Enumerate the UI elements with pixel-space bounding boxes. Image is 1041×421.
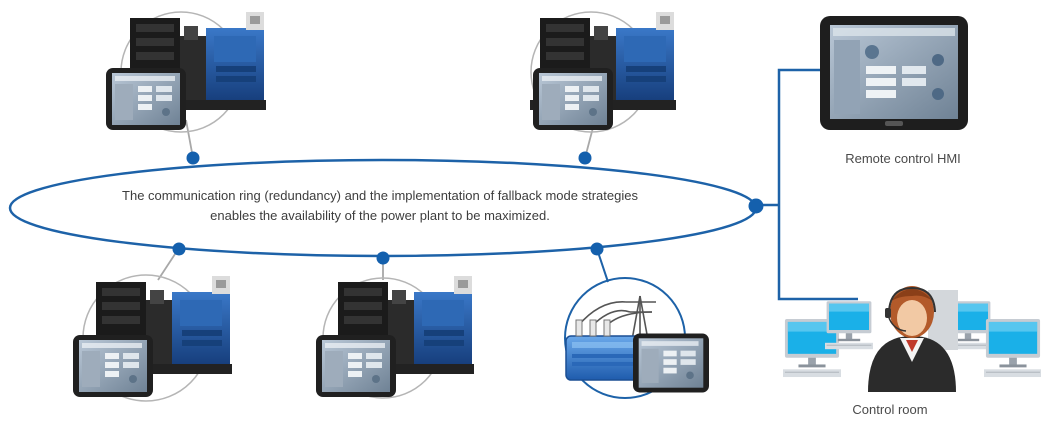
remote-hmi-label: Remote control HMI xyxy=(845,151,961,166)
control-room xyxy=(783,286,1041,392)
ring-description: The communication ring (redundancy) and … xyxy=(60,186,700,226)
ring-node-bottom-right xyxy=(590,242,604,256)
operator-icon xyxy=(868,286,956,392)
generator-tablet-icon xyxy=(73,335,153,397)
ring-node-right xyxy=(748,198,764,214)
substation-tablet-icon xyxy=(633,333,709,393)
control-room-label: Control room xyxy=(852,402,928,417)
ring-node-bottom-left xyxy=(172,242,186,256)
ring-nodes xyxy=(172,151,764,265)
ring-description-line-1: The communication ring (redundancy) and … xyxy=(122,188,638,203)
substation-transformer xyxy=(564,277,709,399)
computer-monitor-icon xyxy=(984,318,1041,378)
generator-set-bottom-center xyxy=(316,276,474,399)
generator-tablet-icon xyxy=(106,68,186,130)
generator-set-top-right xyxy=(530,11,676,133)
ring-node-bottom-center xyxy=(376,251,390,265)
generator-tablet-icon xyxy=(316,335,396,397)
generator-set-bottom-left xyxy=(73,274,232,402)
remote-control-hmi xyxy=(820,16,968,130)
ring-node-top-left xyxy=(186,151,200,165)
ring-description-line-2: enables the availability of the power pl… xyxy=(210,208,550,223)
generator-tablet-icon xyxy=(533,68,613,130)
transformer-icon xyxy=(565,319,645,381)
ring-node-top-right xyxy=(578,151,592,165)
generator-set-top-left xyxy=(106,11,266,133)
